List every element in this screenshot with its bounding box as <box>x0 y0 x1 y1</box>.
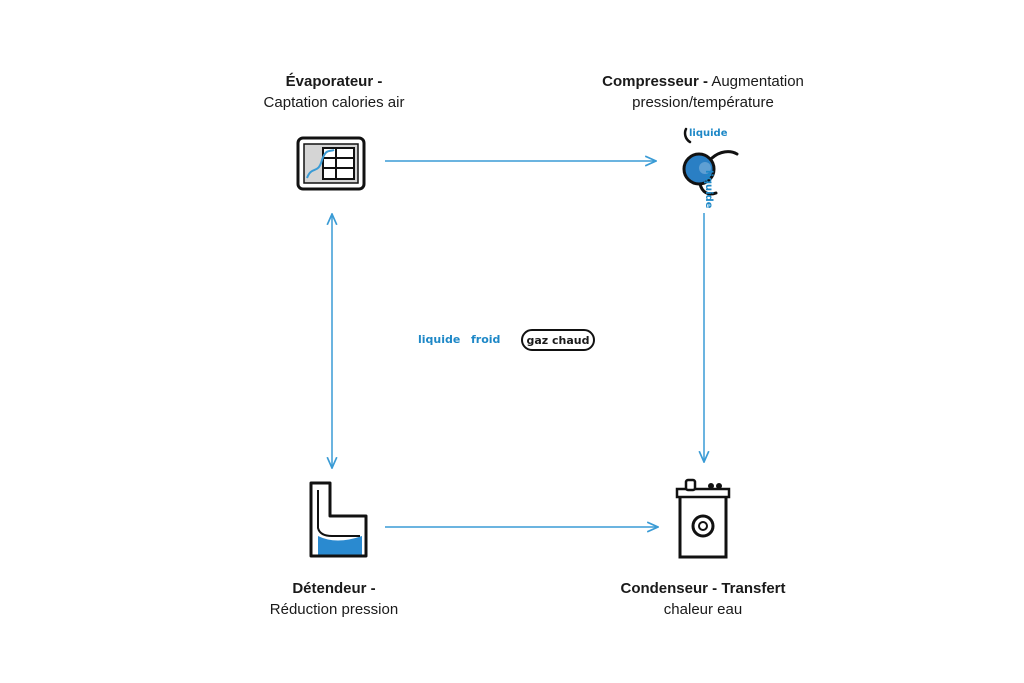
condenseur-title: Condenseur - Transfert <box>620 580 786 597</box>
compresseur-description: pression/température <box>632 94 774 111</box>
compresseur-title-rest: Augmentation <box>707 73 804 90</box>
condenser-icon <box>675 478 731 559</box>
condenseur-description: chaleur eau <box>663 601 743 618</box>
compresseur-title: Compresseur - <box>602 73 708 90</box>
detendeur-title: Détendeur - <box>292 580 376 597</box>
state-froid-label: froid <box>471 333 501 346</box>
evaporator-icon <box>296 136 366 191</box>
compressor-icon <box>682 127 739 196</box>
expansion-valve-icon <box>309 481 368 558</box>
state-liquide-label: liquide <box>418 333 461 346</box>
evaporateur-title: Évaporateur - <box>285 73 383 90</box>
detendeur-label: Détendeur - Réduction pression <box>214 578 454 620</box>
evaporateur-label: Évaporateur - Captation calories air <box>214 71 454 113</box>
compresseur-label: Compresseur - Augmentation pression/temp… <box>573 71 833 113</box>
evaporateur-description: Captation calories air <box>263 94 405 111</box>
condenseur-label: Condenseur - Transfert chaleur eau <box>583 578 823 620</box>
compressor-liquide-top-label: liquide <box>689 128 728 139</box>
gaz-chaud-badge: gaz chaud <box>521 329 595 351</box>
detendeur-description: Réduction pression <box>269 601 399 618</box>
compressor-liquide-side-label: liquide <box>703 170 714 209</box>
